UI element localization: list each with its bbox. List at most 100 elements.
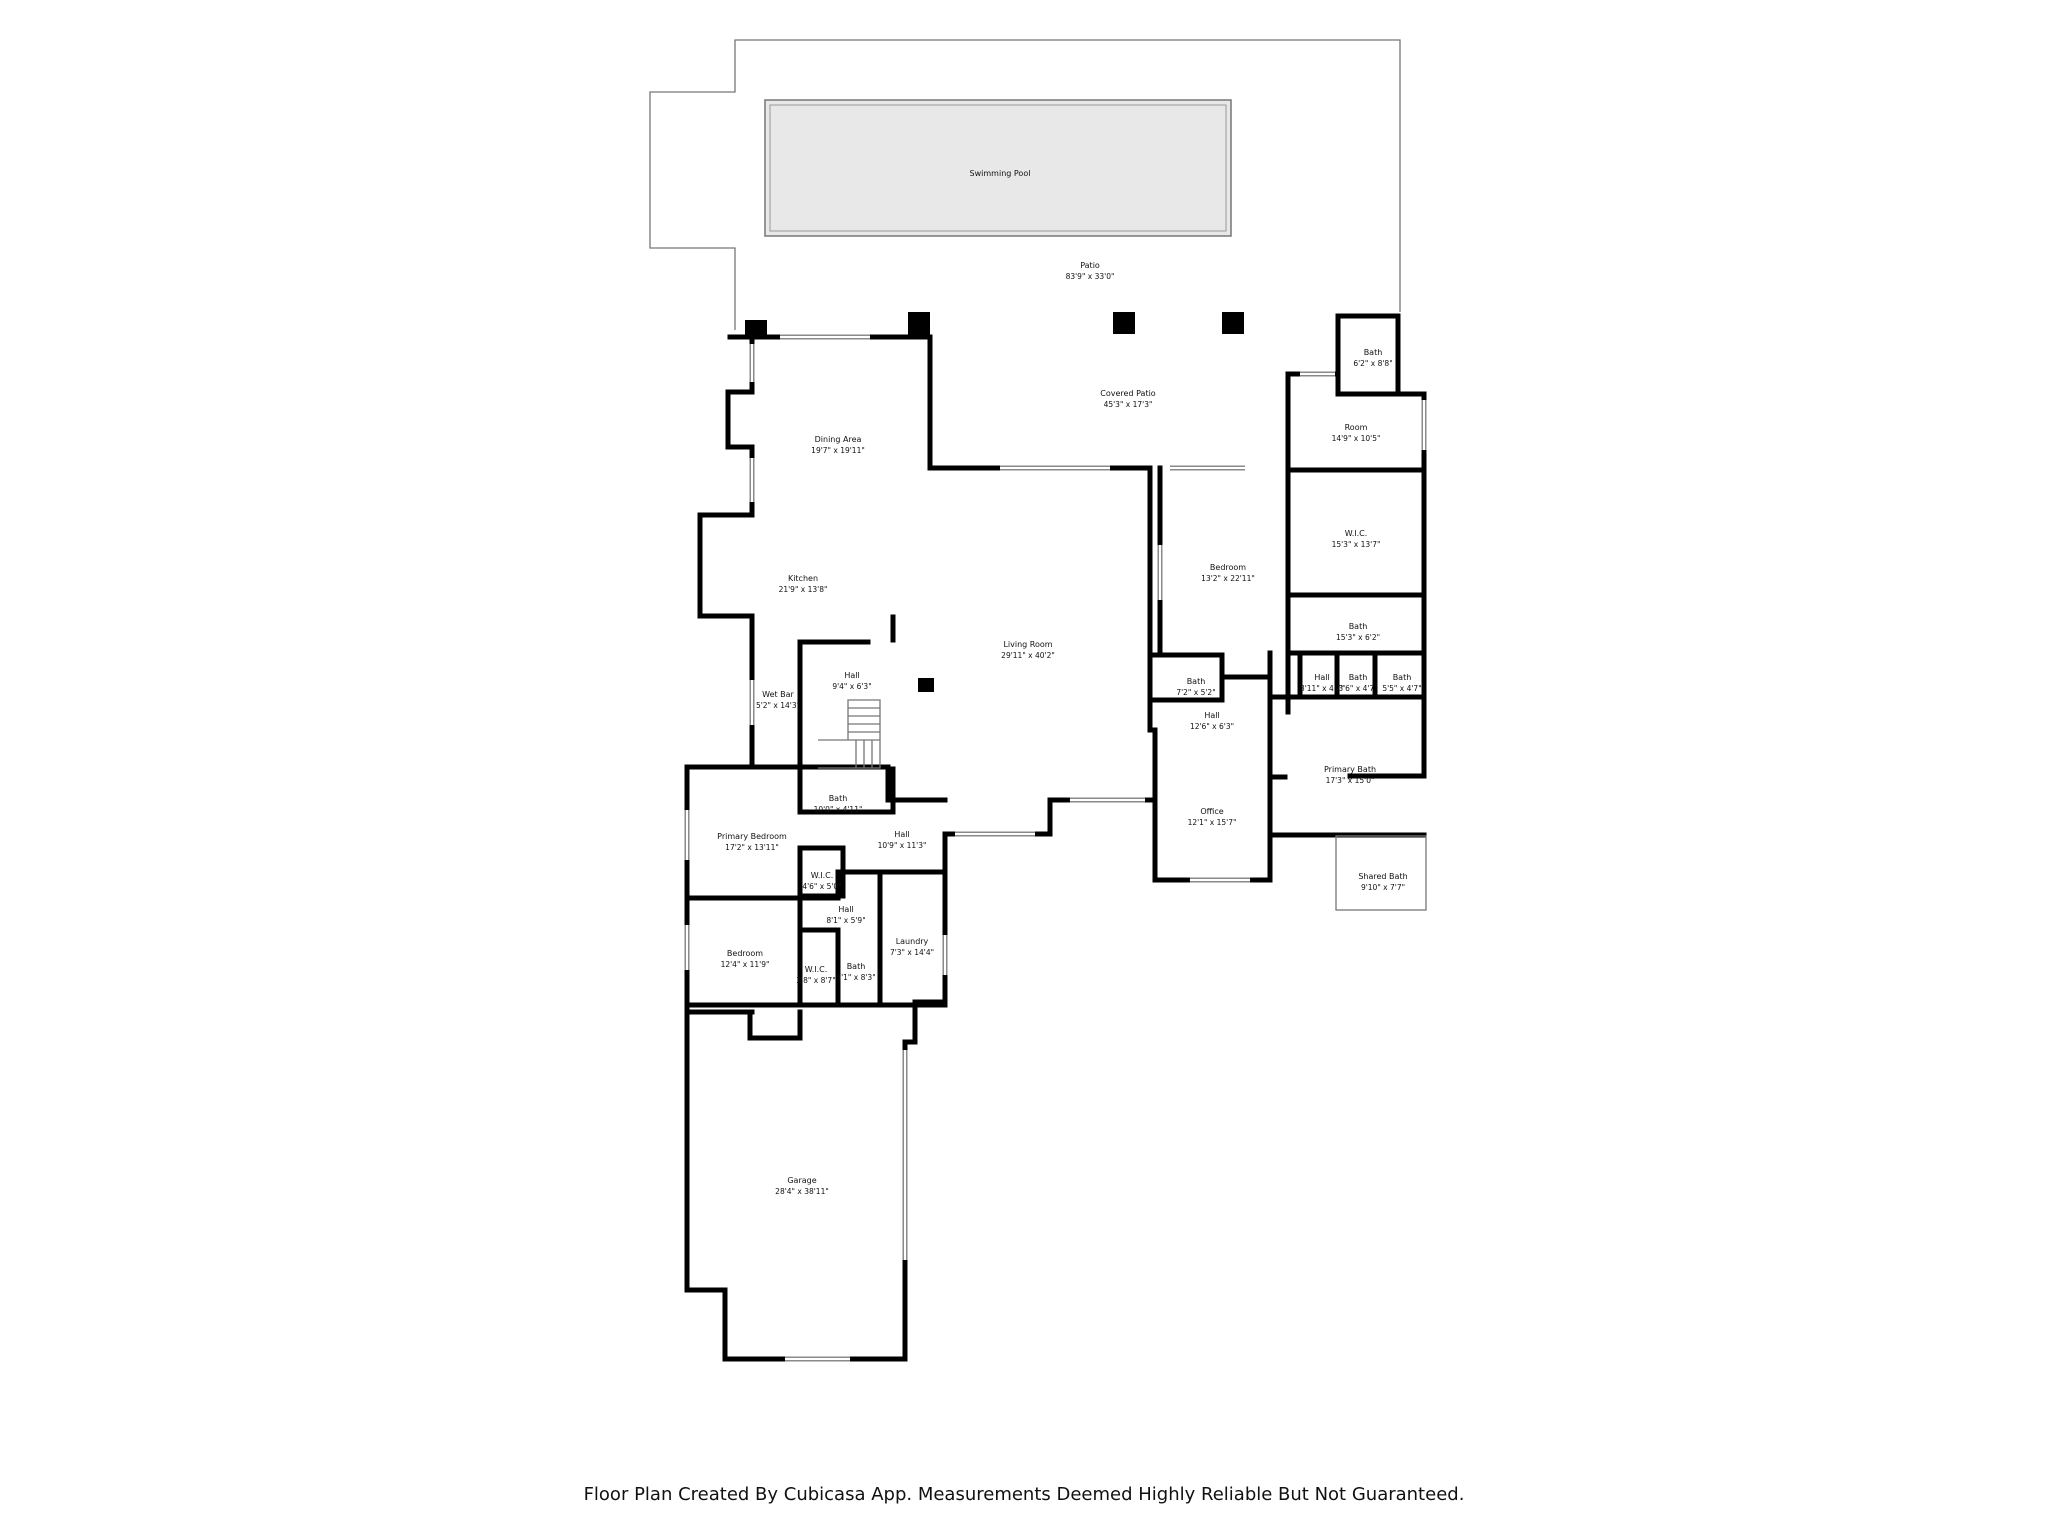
- label-swimming-pool: Swimming Pool: [970, 169, 1031, 178]
- svg-text:Kitchen: Kitchen: [788, 574, 818, 583]
- svg-text:45'3" x 17'3": 45'3" x 17'3": [1104, 400, 1153, 409]
- label-hall-mid: Hall 12'6" x 6'3": [1190, 711, 1234, 731]
- patio-outline: [649, 39, 1401, 330]
- svg-text:Hall: Hall: [894, 830, 909, 839]
- svg-text:Bath: Bath: [847, 962, 866, 971]
- svg-text:15'3" x 6'2": 15'3" x 6'2": [1336, 633, 1380, 642]
- svg-text:Office: Office: [1200, 807, 1223, 816]
- label-hall-stairs: Hall 9'4" x 6'3": [832, 671, 871, 691]
- svg-text:Hall: Hall: [1314, 673, 1329, 682]
- svg-text:3'6" x 4'7": 3'6" x 4'7": [1338, 684, 1377, 693]
- svg-text:W.I.C.: W.I.C.: [811, 871, 834, 880]
- svg-text:Bath: Bath: [1364, 348, 1383, 357]
- svg-text:Bedroom: Bedroom: [727, 949, 763, 958]
- swimming-pool-shape: [764, 99, 1232, 237]
- label-bath-right: Bath 15'3" x 6'2": [1336, 622, 1380, 642]
- svg-text:7'2" x 5'2": 7'2" x 5'2": [1176, 688, 1215, 697]
- label-bedroom-left: Bedroom 12'4" x 11'9": [721, 949, 770, 969]
- label-office: Office 12'1" x 15'7": [1188, 807, 1237, 827]
- shared-bath-outline: [1335, 835, 1427, 911]
- svg-text:Primary Bedroom: Primary Bedroom: [717, 832, 787, 841]
- svg-text:Bath: Bath: [829, 794, 848, 803]
- svg-text:8'1" x 5'9": 8'1" x 5'9": [826, 916, 865, 925]
- svg-text:Hall: Hall: [844, 671, 859, 680]
- svg-text:12'6" x 6'3": 12'6" x 6'3": [1190, 722, 1234, 731]
- label-covered-patio: Covered Patio 45'3" x 17'3": [1100, 389, 1156, 409]
- svg-text:7'3" x 14'4": 7'3" x 14'4": [890, 948, 934, 957]
- label-bath-tiny-2: Bath 5'5" x 4'7": [1382, 673, 1421, 693]
- svg-text:Hall: Hall: [838, 905, 853, 914]
- walls: [684, 313, 1427, 1362]
- svg-text:Bath: Bath: [1187, 677, 1206, 686]
- svg-text:5'5" x 4'7": 5'5" x 4'7": [1382, 684, 1421, 693]
- label-bedroom-center: Bedroom 13'2" x 22'11": [1201, 563, 1255, 583]
- label-bath-tiny-1: Bath 3'6" x 4'7": [1338, 673, 1377, 693]
- label-wic-tiny: W.I.C. 2'8" x 8'7": [796, 965, 835, 985]
- svg-text:Wet Bar: Wet Bar: [762, 690, 794, 699]
- svg-text:Bath: Bath: [1349, 673, 1368, 682]
- label-bath-small: Bath 7'2" x 5'2": [1176, 677, 1215, 697]
- svg-text:17'2" x 13'11": 17'2" x 13'11": [725, 843, 779, 852]
- svg-text:10'0" x 4'11": 10'0" x 4'11": [814, 805, 863, 814]
- svg-text:14'9" x 10'5": 14'9" x 10'5": [1332, 434, 1381, 443]
- label-kitchen: Kitchen 21'9" x 13'8": [779, 574, 828, 594]
- svg-text:6'2" x 8'8": 6'2" x 8'8": [1353, 359, 1392, 368]
- svg-text:2'8" x 8'7": 2'8" x 8'7": [796, 976, 835, 985]
- svg-text:W.I.C.: W.I.C.: [805, 965, 828, 974]
- svg-text:Room: Room: [1345, 423, 1368, 432]
- svg-text:5'2" x 14'3": 5'2" x 14'3": [756, 701, 800, 710]
- label-hall-tiny: Hall 3'11" x 4'7": [1300, 673, 1344, 693]
- stairs: [818, 699, 881, 769]
- label-wic-right: W.I.C. 15'3" x 13'7": [1332, 529, 1381, 549]
- svg-text:Laundry: Laundry: [896, 937, 929, 946]
- label-wic-small: W.I.C. 4'6" x 5'0": [802, 871, 841, 891]
- label-shared-bath: Shared Bath 9'10" x 7'7": [1358, 872, 1407, 892]
- footer-disclaimer: Floor Plan Created By Cubicasa App. Meas…: [583, 1484, 1465, 1505]
- svg-text:9'4" x 6'3": 9'4" x 6'3": [832, 682, 871, 691]
- label-primary-bath: Primary Bath 17'3" x 15'0": [1324, 765, 1376, 785]
- svg-text:10'9" x 11'3": 10'9" x 11'3": [878, 841, 927, 850]
- label-wet-bar: Wet Bar 5'2" x 14'3": [756, 690, 800, 710]
- svg-text:29'11" x 40'2": 29'11" x 40'2": [1001, 651, 1055, 660]
- svg-text:Patio: Patio: [1080, 261, 1100, 270]
- svg-text:Bath: Bath: [1393, 673, 1412, 682]
- label-bath-under-stairs: Bath 10'0" x 4'11": [814, 794, 863, 814]
- svg-text:15'3" x 13'7": 15'3" x 13'7": [1332, 540, 1381, 549]
- svg-text:Covered Patio: Covered Patio: [1100, 389, 1156, 398]
- svg-text:Bedroom: Bedroom: [1210, 563, 1246, 572]
- svg-text:W.I.C.: W.I.C.: [1345, 529, 1368, 538]
- svg-text:19'7" x 19'11": 19'7" x 19'11": [811, 446, 865, 455]
- columns: [745, 312, 1244, 692]
- label-living-room: Living Room 29'11" x 40'2": [1001, 640, 1055, 660]
- svg-text:Hall: Hall: [1204, 711, 1219, 720]
- svg-text:5'1" x 8'3": 5'1" x 8'3": [836, 973, 875, 982]
- label-primary-bedroom: Primary Bedroom 17'2" x 13'11": [717, 832, 787, 852]
- svg-text:Dining Area: Dining Area: [815, 435, 862, 444]
- label-patio: Patio 83'9" x 33'0": [1066, 261, 1115, 281]
- svg-text:12'4" x 11'9": 12'4" x 11'9": [721, 960, 770, 969]
- label-bath-top: Bath 6'2" x 8'8": [1353, 348, 1392, 368]
- room-labels: Swimming Pool Patio 83'9" x 33'0" Covered…: [717, 169, 1421, 1196]
- svg-text:83'9" x 33'0": 83'9" x 33'0": [1066, 272, 1115, 281]
- svg-text:9'10" x 7'7": 9'10" x 7'7": [1361, 883, 1405, 892]
- windows: [684, 334, 1427, 1362]
- svg-text:Living Room: Living Room: [1003, 640, 1052, 649]
- svg-text:Shared Bath: Shared Bath: [1358, 872, 1407, 881]
- svg-text:3'11" x 4'7": 3'11" x 4'7": [1300, 684, 1344, 693]
- label-bath-lower: Bath 5'1" x 8'3": [836, 962, 875, 982]
- svg-text:Primary Bath: Primary Bath: [1324, 765, 1376, 774]
- svg-text:4'6" x 5'0": 4'6" x 5'0": [802, 882, 841, 891]
- label-laundry: Laundry 7'3" x 14'4": [890, 937, 934, 957]
- label-hall-left: Hall 10'9" x 11'3": [878, 830, 927, 850]
- svg-text:Bath: Bath: [1349, 622, 1368, 631]
- svg-text:12'1" x 15'7": 12'1" x 15'7": [1188, 818, 1237, 827]
- svg-text:Swimming Pool: Swimming Pool: [970, 169, 1031, 178]
- svg-text:17'3" x 15'0": 17'3" x 15'0": [1326, 776, 1375, 785]
- svg-text:13'2" x 22'11": 13'2" x 22'11": [1201, 574, 1255, 583]
- label-hall-small: Hall 8'1" x 5'9": [826, 905, 865, 925]
- svg-text:Garage: Garage: [787, 1176, 816, 1185]
- label-room: Room 14'9" x 10'5": [1332, 423, 1381, 443]
- svg-text:21'9" x 13'8": 21'9" x 13'8": [779, 585, 828, 594]
